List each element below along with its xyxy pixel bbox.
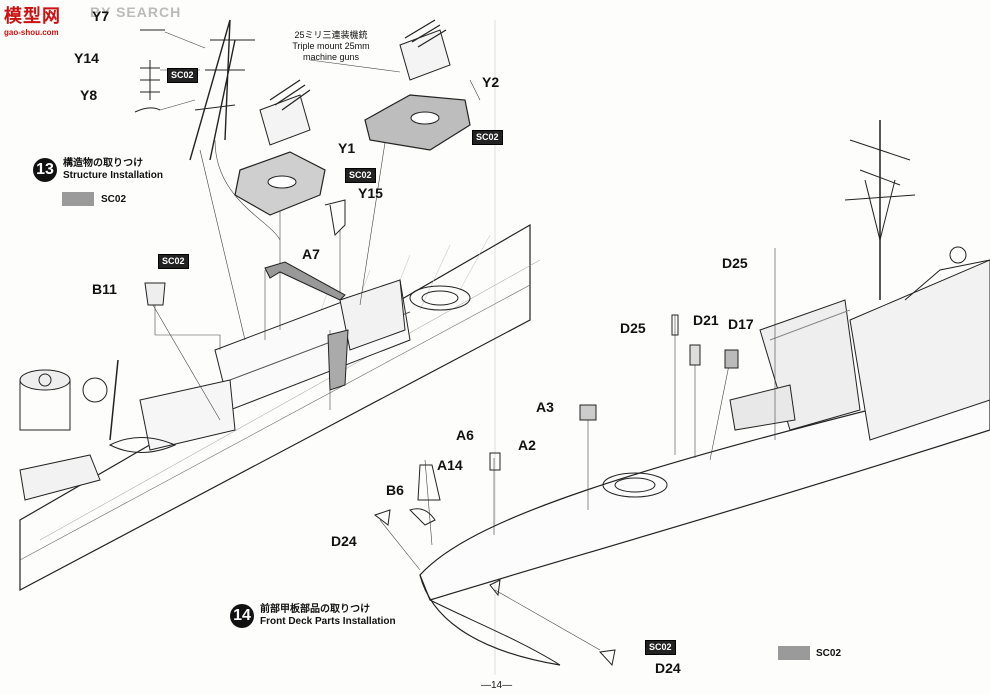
paint-code-label: SC02 bbox=[101, 194, 127, 205]
logo-url: gao-shou.com bbox=[4, 28, 59, 37]
color-swatch bbox=[778, 646, 810, 660]
step-title-jp: 前部甲板部品の取りつけ bbox=[260, 604, 371, 615]
part-label-d24: D24 bbox=[331, 533, 357, 549]
page-number: —14— bbox=[481, 680, 513, 691]
gun-note-en2: machine guns bbox=[302, 52, 360, 62]
part-label-d25: D25 bbox=[722, 255, 748, 271]
part-label-y14: Y14 bbox=[74, 50, 99, 66]
part-label-a7: A7 bbox=[302, 246, 320, 262]
part-label-y15: Y15 bbox=[358, 185, 383, 201]
part-label-b6: B6 bbox=[386, 482, 404, 498]
sc02-tag: SC02 bbox=[167, 68, 198, 83]
part-label-b11: B11 bbox=[92, 281, 117, 297]
part-label-d17: D17 bbox=[728, 316, 754, 332]
part-label-a14: A14 bbox=[437, 457, 463, 473]
step-title-jp: 構造物の取りつけ bbox=[63, 158, 144, 169]
step-13-header: 13 構造物の取りつけ Structure Installation bbox=[33, 158, 163, 182]
paint-code-label: SC02 bbox=[816, 648, 842, 659]
step-title-en: Structure Installation bbox=[63, 170, 164, 181]
sc02-tag: SC02 bbox=[472, 130, 503, 145]
part-label-y1: Y1 bbox=[338, 140, 356, 156]
part-label-a6: A6 bbox=[456, 427, 474, 443]
gun-note-jp: 25ミリ三連装機銃 bbox=[294, 30, 368, 40]
part-label-d21: D21 bbox=[693, 312, 719, 328]
step-number-badge: 14 bbox=[230, 604, 254, 628]
part-label-a2: A2 bbox=[518, 437, 536, 453]
gun-note-en1: Triple mount 25mm bbox=[292, 41, 370, 51]
part-label-d25: D25 bbox=[620, 320, 646, 336]
sc02-tag: SC02 bbox=[158, 254, 189, 269]
logo-text: 模型网 bbox=[4, 6, 61, 26]
part-label-y8: Y8 bbox=[80, 87, 98, 103]
part-label-d24: D24 bbox=[655, 660, 681, 676]
step-title-en: Front Deck Parts Installation bbox=[260, 616, 396, 627]
part-label-y2: Y2 bbox=[482, 74, 500, 90]
sc02-tag: SC02 bbox=[345, 168, 376, 183]
part-label-y7: Y7 bbox=[92, 8, 110, 24]
part-label-a3: A3 bbox=[536, 399, 554, 415]
watermark-text: BY SEARCH bbox=[90, 4, 182, 20]
gun-note: 25ミリ三連装機銃 Triple mount 25mm machine guns bbox=[276, 30, 386, 63]
step-14-header: 14 前部甲板部品の取りつけ Front Deck Parts Installa… bbox=[230, 604, 396, 628]
sc02-tag: SC02 bbox=[645, 640, 676, 655]
color-swatch bbox=[62, 192, 94, 206]
site-logo: 模型网 gao-shou.com bbox=[4, 2, 61, 37]
step-number-badge: 13 bbox=[33, 158, 57, 182]
